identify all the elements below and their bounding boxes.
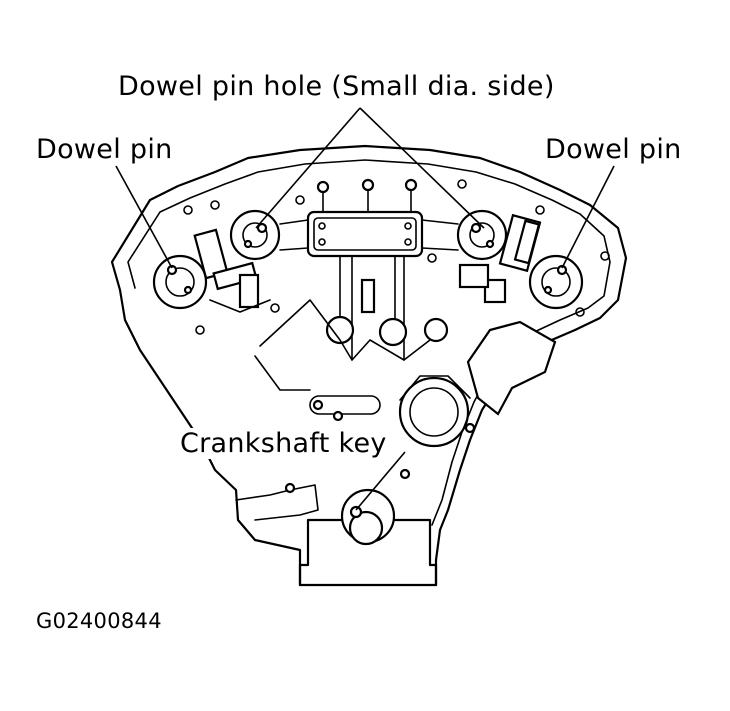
leader-dowel-hole-right	[359, 107, 485, 229]
figure-code: G02400844	[36, 609, 162, 633]
crankshaft-nose	[348, 510, 384, 546]
dowel-pin-hole-label: Dowel pin hole (Small dia. side)	[118, 71, 555, 102]
engine-inner-outline	[127, 159, 611, 526]
right-outer-sprocket	[528, 254, 584, 310]
dowel-pin-left-label: Dowel pin	[36, 134, 173, 165]
lower-bracket	[235, 484, 319, 521]
leader-crankshaft-key	[355, 451, 406, 511]
leader-dowel-left	[115, 165, 173, 269]
left-outer-sprocket	[152, 254, 208, 310]
right-pump-housing	[466, 320, 557, 416]
dowel-pin-right-label: Dowel pin	[545, 134, 682, 165]
right-inner-sprocket	[456, 209, 508, 261]
left-inner-sprocket	[229, 209, 281, 261]
center-cover-plate	[306, 210, 424, 258]
leader-dowel-hole-left	[255, 107, 361, 229]
crank-housing-ring	[398, 376, 470, 448]
crankshaft-key-label: Crankshaft key	[178, 428, 389, 459]
crankshaft-key-mark	[349, 505, 363, 519]
leader-dowel-right	[561, 165, 615, 269]
